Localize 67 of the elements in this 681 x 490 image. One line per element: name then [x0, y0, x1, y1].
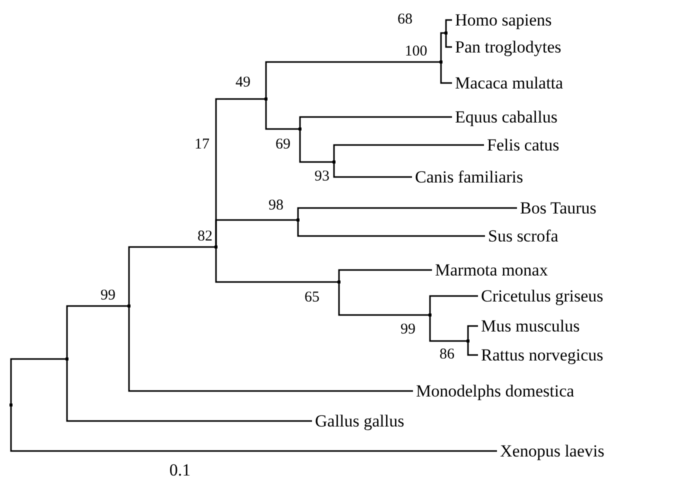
tree-branch [215, 219, 296, 246]
branch-point [264, 98, 268, 100]
tree-branch [297, 222, 485, 237]
species-label: Felis catus [484, 136, 560, 154]
bootstrap-value: 99 [100, 288, 116, 304]
bootstrap-value: 93 [314, 170, 330, 184]
bootstrap-value: 82 [198, 230, 212, 244]
tree-branch [66, 305, 128, 358]
species-label: Equus caballus [452, 108, 558, 126]
tree-branch [338, 284, 428, 316]
tree-branch [445, 19, 452, 32]
bootstrap-value: 69 [276, 138, 290, 152]
tree-branch [467, 342, 478, 356]
bootstrap-value: 98 [268, 198, 284, 214]
bootstrap-value: 86 [440, 348, 454, 362]
tree-branch [215, 248, 338, 283]
species-label: Monodelphs domestica [413, 382, 574, 400]
bootstrap-value: 99 [400, 322, 416, 338]
species-label: Mus musculus [478, 318, 580, 334]
tree-branch [10, 406, 497, 452]
bootstrap-value: 68 [398, 12, 412, 28]
branch-point [428, 314, 432, 316]
species-label: Gallus gallus [312, 412, 404, 430]
tree-branch [265, 100, 298, 130]
scale-label: 0.1 [169, 462, 191, 478]
species-label: Marmota monax [432, 262, 548, 278]
branch-point [10, 404, 12, 406]
species-label: Homo sapiens [452, 12, 552, 28]
branch-point [444, 32, 448, 34]
bootstrap-value: 49 [236, 76, 250, 90]
tree-branch [333, 164, 412, 178]
branch-point [214, 246, 218, 248]
branch-point [296, 218, 300, 222]
tree-branch [440, 64, 452, 84]
tree-branch [467, 325, 478, 340]
branch-point [338, 280, 340, 284]
tree-branch [299, 130, 332, 163]
branch-point [440, 60, 442, 64]
tree-branch [440, 32, 444, 60]
species-label: Canis familiaris [412, 168, 524, 186]
tree-branch [445, 34, 452, 48]
bootstrap-value: 17 [194, 138, 210, 152]
species-label: Pan troglodytes [452, 38, 562, 56]
tree-branch [128, 246, 214, 304]
tree-branch [333, 144, 484, 160]
species-label: Macaca mulatta [452, 74, 564, 92]
tree-branch [265, 61, 440, 98]
branch-point [298, 128, 302, 130]
species-label: Sus scrofa [485, 228, 558, 244]
species-label: Bos Taurus [517, 200, 596, 216]
tree-branch [429, 316, 466, 342]
tree-branch [297, 207, 517, 218]
branch-point [332, 160, 336, 164]
branch-point [466, 340, 470, 342]
tree-branch [429, 295, 478, 314]
tree-branch [338, 269, 432, 280]
species-label: Xenopus laevis [497, 442, 604, 460]
species-label: Cricetulus griseus [478, 288, 604, 304]
bootstrap-value: 65 [304, 290, 320, 306]
species-label: Rattus norvegicus [478, 346, 604, 364]
branch-point [66, 358, 68, 360]
tree-branch [128, 308, 413, 392]
tree-branch [66, 360, 312, 422]
tree-branch [10, 358, 66, 404]
branch-point [128, 304, 130, 308]
tree-branch [299, 116, 452, 128]
bootstrap-value: 100 [404, 44, 428, 60]
